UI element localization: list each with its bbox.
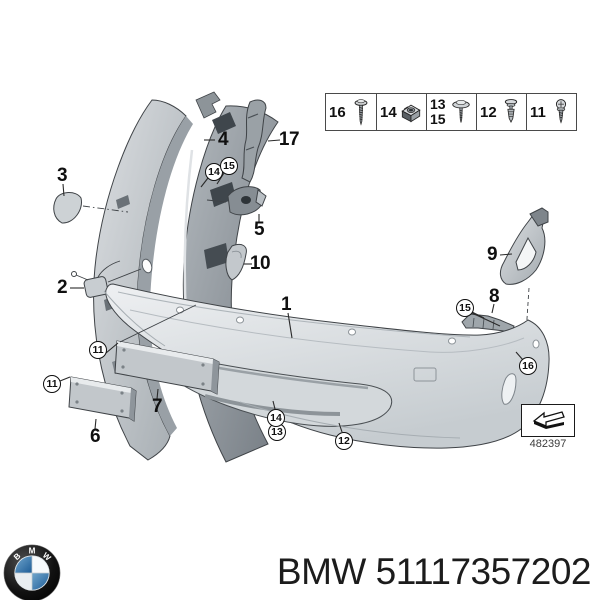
callout-10: 10 <box>249 253 271 274</box>
callout-circled-15: 15 <box>220 157 238 175</box>
legend-number: 15 <box>430 111 446 127</box>
legend-cell-11: 11 <box>526 94 576 130</box>
leader-line-6 <box>94 418 97 430</box>
leader-line-15 <box>471 312 501 327</box>
part-number-text: BMW 51117357202 <box>276 551 592 592</box>
legend-cell-16: 16 <box>326 94 376 130</box>
direction-arrow-icon <box>532 410 565 429</box>
logo-letter-b: B <box>12 551 22 562</box>
ref-code: 482397 <box>529 438 567 450</box>
leader-line-14 <box>200 177 209 188</box>
leader-line-14 <box>272 400 276 410</box>
logo-letter-w: W <box>41 551 53 563</box>
plate-bracket-part-6 <box>68 376 137 422</box>
short-screw-icon <box>550 96 572 128</box>
leader-line-1 <box>287 312 293 339</box>
tow-eye-cover-part-2 <box>71 260 142 298</box>
legend-number: 13 <box>430 96 446 112</box>
callout-circled-11: 11 <box>43 375 61 393</box>
callout-circled-16: 16 <box>519 357 537 375</box>
callout-4: 4 <box>217 129 229 150</box>
direction-ref-box <box>521 404 575 437</box>
callout-6: 6 <box>89 426 101 447</box>
leader-line-11 <box>59 376 71 382</box>
callout-circled-11: 11 <box>89 341 107 359</box>
callout-2: 2 <box>56 277 68 298</box>
leader-line-12 <box>338 422 343 433</box>
logo-letter-m: M <box>29 547 36 556</box>
callout-17: 17 <box>278 129 300 150</box>
plate-bracket-part-7 <box>114 304 220 395</box>
bracket-part-9 <box>499 207 549 335</box>
bracket-part-5 <box>206 186 267 216</box>
legend-number: 14 <box>380 103 397 121</box>
cage-nut-icon <box>400 96 422 128</box>
leader-line-17 <box>267 139 281 142</box>
callout-9: 9 <box>486 244 498 265</box>
bracket-part-10 <box>225 243 247 281</box>
callout-8: 8 <box>488 286 500 307</box>
legend-cell-12: 12 <box>476 94 526 130</box>
leader-line-15 <box>216 172 225 185</box>
legend-numbers: 11 <box>530 105 546 120</box>
callout-circled-14: 14 <box>267 409 285 427</box>
legend-number: 11 <box>530 103 546 121</box>
legend-numbers: 12 <box>480 105 497 120</box>
washer-cover-part-3 <box>53 192 129 224</box>
leader-line-9 <box>499 253 513 256</box>
callout-circled-15: 15 <box>456 299 474 317</box>
callout-3: 3 <box>56 165 68 186</box>
legend-numbers: 14 <box>380 105 397 120</box>
leader-line-11 <box>105 342 119 354</box>
leader-line-3 <box>62 183 65 197</box>
leader-line-15 <box>471 311 485 319</box>
side-support-part-17 <box>241 99 267 183</box>
legend-cell-14: 14 <box>376 94 426 130</box>
legend-number: 16 <box>329 103 346 121</box>
washer-screw-icon <box>450 96 472 128</box>
callout-7: 7 <box>151 396 163 417</box>
callout-1: 1 <box>280 294 292 315</box>
bmw-logo: B M W <box>3 544 61 600</box>
leader-line-8 <box>491 303 495 314</box>
long-screw-icon <box>350 96 372 128</box>
callout-circled-12: 12 <box>335 432 353 450</box>
legend-numbers: 16 <box>329 105 346 120</box>
expanding-rivet-icon <box>500 96 522 128</box>
legend-number: 12 <box>480 103 497 121</box>
callout-5: 5 <box>253 219 265 240</box>
leader-line-7 <box>156 388 159 400</box>
